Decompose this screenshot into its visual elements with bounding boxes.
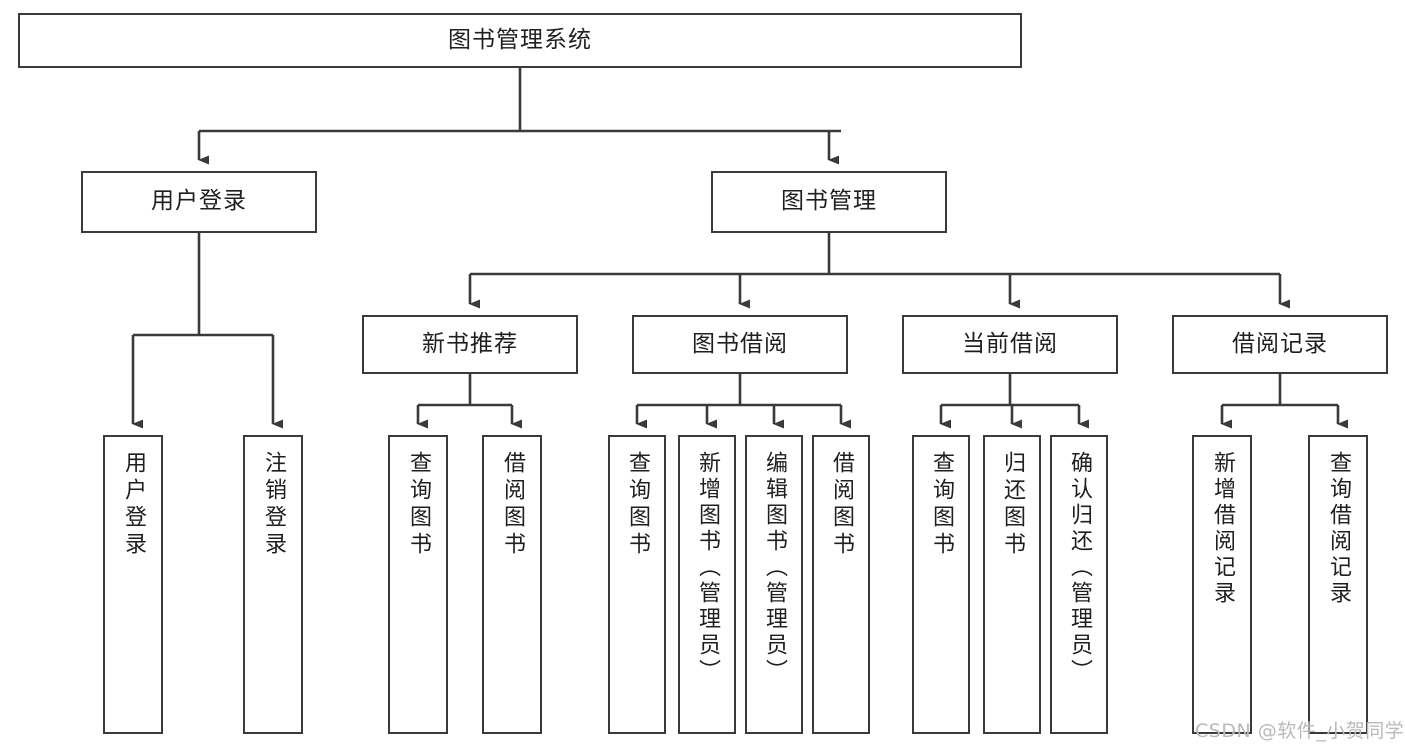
leaf-user-login[interactable]: 用户登录 — [103, 435, 163, 734]
node-label: 编辑图书（管理员） — [762, 451, 787, 685]
leaf-add-book[interactable]: 新增图书（管理员） — [678, 435, 736, 734]
node-current-borrow[interactable]: 当前借阅 — [902, 315, 1118, 374]
node-label: 图书管理系统 — [448, 26, 592, 53]
node-label: 确认归还（管理员） — [1067, 451, 1092, 685]
leaf-edit-book[interactable]: 编辑图书（管理员） — [745, 435, 803, 734]
leaf-query-book-2[interactable]: 查询图书 — [608, 435, 666, 734]
node-label: 新增借阅记录 — [1210, 451, 1235, 607]
node-label: 新书推荐 — [422, 330, 518, 357]
node-label: 查询图书 — [929, 451, 954, 559]
node-new-book-recommend[interactable]: 新书推荐 — [362, 315, 578, 374]
watermark-text: CSDN @软件_小贺同学 — [1195, 720, 1405, 742]
node-label: 归还图书 — [1000, 451, 1025, 559]
node-label: 图书借阅 — [692, 330, 788, 357]
node-label: 当前借阅 — [962, 330, 1058, 357]
node-book-borrow[interactable]: 图书借阅 — [632, 315, 848, 374]
node-book-management-system[interactable]: 图书管理系统 — [18, 13, 1022, 68]
node-label: 借阅记录 — [1232, 330, 1328, 357]
leaf-query-book-1[interactable]: 查询图书 — [388, 435, 448, 734]
node-label: 查询图书 — [406, 451, 431, 559]
leaf-borrow-book-2[interactable]: 借阅图书 — [812, 435, 870, 734]
node-label: 注销登录 — [261, 451, 286, 559]
leaf-borrow-book-1[interactable]: 借阅图书 — [482, 435, 542, 734]
leaf-confirm-return[interactable]: 确认归还（管理员） — [1050, 435, 1108, 734]
node-label: 借阅图书 — [829, 451, 854, 559]
leaf-query-borrow-record[interactable]: 查询借阅记录 — [1308, 435, 1368, 734]
node-label: 用户登录 — [121, 451, 146, 559]
leaf-logout[interactable]: 注销登录 — [243, 435, 303, 734]
leaf-query-book-3[interactable]: 查询图书 — [912, 435, 970, 734]
node-label: 借阅图书 — [500, 451, 525, 559]
node-label: 新增图书（管理员） — [695, 451, 720, 685]
leaf-return-book[interactable]: 归还图书 — [983, 435, 1041, 734]
node-book-manage[interactable]: 图书管理 — [711, 171, 947, 233]
node-label: 查询图书 — [625, 451, 650, 559]
csdn-watermark: CSDN @软件_小贺同学 — [1195, 716, 1404, 743]
node-label: 图书管理 — [781, 188, 877, 215]
node-borrow-record[interactable]: 借阅记录 — [1172, 315, 1388, 374]
node-label: 用户登录 — [151, 188, 247, 215]
leaf-add-borrow-record[interactable]: 新增借阅记录 — [1192, 435, 1252, 734]
node-label: 查询借阅记录 — [1326, 451, 1351, 607]
node-user-login[interactable]: 用户登录 — [81, 171, 317, 233]
